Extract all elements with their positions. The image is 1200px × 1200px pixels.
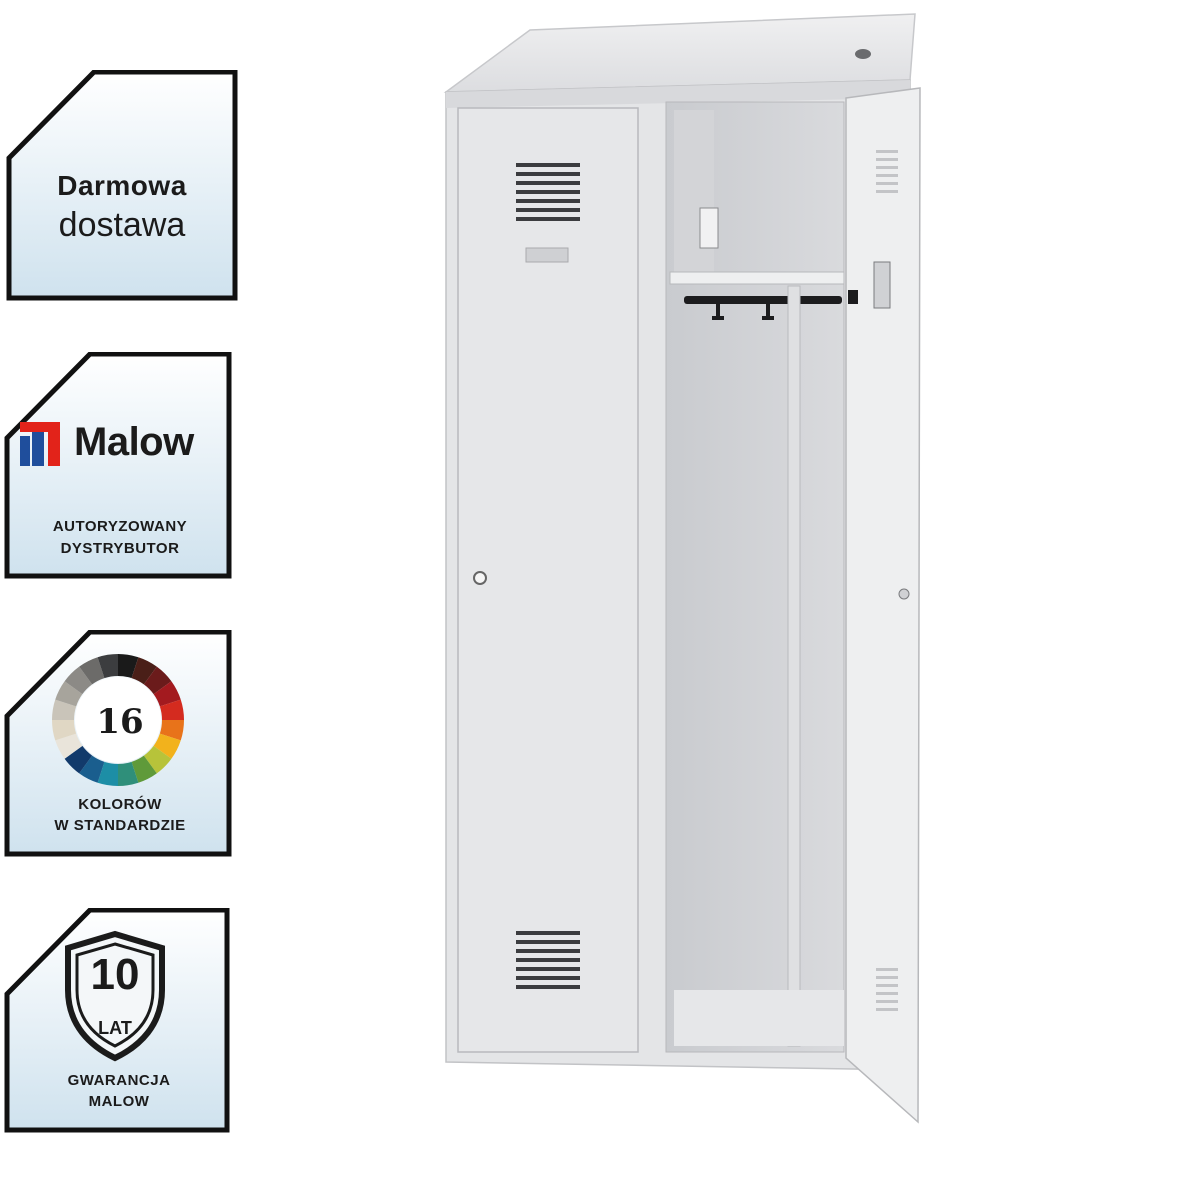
badge-authorized-distributor: Malow AUTORYZOWANY DYSTRYBUTOR [4,352,232,580]
color-wheel-segment [153,733,181,759]
door-lock [473,571,487,585]
color-wheel-segment [159,699,184,720]
badge-colors-line2: W STANDARDZIE [54,817,186,834]
badge-free-delivery: Darmowa dostawa [6,70,238,302]
badge-delivery-line2: dostawa [58,206,186,244]
color-wheel-segment [55,681,83,707]
color-wheel-segment [79,657,105,685]
color-wheel-icon [52,654,184,786]
color-wheel-segment [97,761,118,786]
color-wheel-segment [97,654,118,679]
badge-colors-line1: KOLORÓW [78,796,162,813]
color-wheel-segment [52,699,77,720]
top-vent-left-door [516,163,580,221]
hanging-rail [684,296,842,304]
locker-slanted-roof [443,13,916,93]
left-door [457,107,639,1053]
badge-warranty: 10 LAT GWARANCJA MALOW [4,908,230,1134]
right-door-open [845,87,921,1124]
badge-distributor-line1: AUTORYZOWANY [52,518,188,535]
malow-logo-icon [20,422,60,466]
badge-warranty-line1: GWARANCJA [67,1072,171,1089]
badge-delivery-line1: Darmowa [57,170,187,201]
bottom-vent-left-door [516,931,580,989]
shield-icon [65,930,165,1062]
warranty-years: 10 [90,950,140,999]
color-wheel-segment [153,681,181,707]
divider-panel [787,285,801,1047]
color-wheel-segment [131,755,157,783]
color-wheel-segment [118,761,139,786]
badge-colors: 16 KOLORÓW W STANDARDZIE [4,630,232,858]
badge-warranty-line2: MALOW [88,1093,150,1110]
label-holder [525,247,569,263]
badge-distributor-line2: DYSTRYBUTOR [60,540,180,557]
color-wheel-segment [52,720,77,741]
color-wheel-segment [64,745,93,774]
color-wheel-segment [159,720,184,741]
color-wheel-segment [79,755,105,783]
warranty-unit: LAT [98,1018,132,1038]
color-wheel-segment [118,654,139,679]
color-count: 16 [96,702,144,742]
hat-shelf [669,271,845,285]
color-wheel-segment [55,733,83,759]
color-wheel-segment [143,666,172,695]
brand-name: Malow [74,420,194,464]
badge-frame [6,70,238,301]
color-wheel-segment [131,657,157,685]
color-wheel-segment [143,745,172,774]
color-wheel-segment [64,666,93,695]
metal-locker-image [443,13,921,1124]
